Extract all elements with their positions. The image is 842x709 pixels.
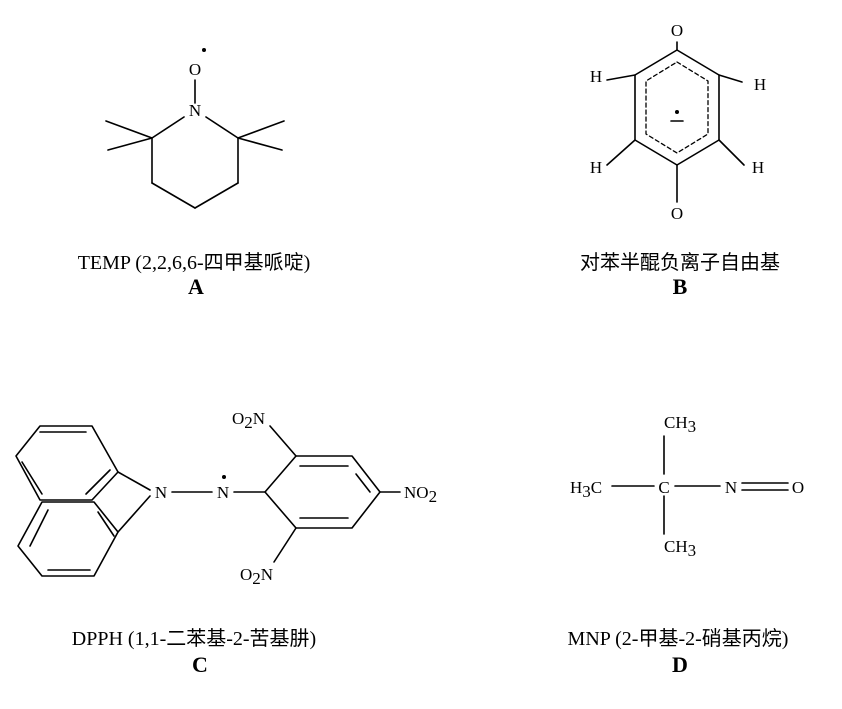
semiquinone-radical-dot: [675, 110, 679, 114]
panel-letter-b: B: [672, 274, 688, 299]
semiquinone-h-bottomright: H: [752, 158, 764, 177]
dpph-nitrogen-1: N: [155, 483, 167, 502]
semiquinone-top-oxygen: O: [671, 21, 683, 40]
caption-b: 对苯半醌负离子自由基: [580, 252, 780, 274]
panel-letter-c: C: [192, 652, 208, 677]
mnp-nitrogen: N: [725, 478, 737, 497]
dpph-no2-right: NO2: [404, 483, 437, 506]
dpph-no2-bottom: O2N: [240, 565, 273, 588]
caption-c: DPPH (1,1-二苯基-2-苦基肼): [71, 628, 317, 650]
dpph-radical-dot: [222, 475, 226, 479]
semiquinone-h-topleft: H: [590, 67, 602, 86]
semiquinone-bottom-oxygen: O: [671, 204, 683, 223]
mnp-structure: CH3 CH3 H3C C N O: [570, 413, 804, 560]
mnp-ch3-top: CH3: [664, 413, 696, 436]
panel-letter-a: A: [188, 274, 204, 299]
dpph-structure: N N O2N NO2 O2N: [15, 409, 437, 588]
temp-radical-dot: [202, 48, 206, 52]
caption-a: TEMP (2,2,6,6-四甲基哌啶): [77, 252, 311, 274]
panel-letter-d: D: [672, 652, 688, 677]
mnp-ch3-bottom: CH3: [664, 537, 696, 560]
dpph-nitrogen-2: N: [217, 483, 229, 502]
mnp-central-carbon: C: [658, 478, 669, 497]
temp-structure: O N: [105, 48, 285, 209]
semiquinone-h-bottomleft: H: [590, 158, 602, 177]
semiquinone-h-topright: H: [754, 75, 766, 94]
semiquinone-structure: O O H H H H: [590, 21, 766, 223]
mnp-oxygen: O: [792, 478, 804, 497]
caption-d: MNP (2-甲基-2-硝基丙烷): [567, 628, 789, 650]
temp-oxygen-label: O: [189, 60, 201, 79]
mnp-h3c-left: H3C: [570, 478, 602, 501]
temp-nitrogen-label: N: [189, 101, 201, 120]
dpph-no2-top: O2N: [232, 409, 265, 432]
